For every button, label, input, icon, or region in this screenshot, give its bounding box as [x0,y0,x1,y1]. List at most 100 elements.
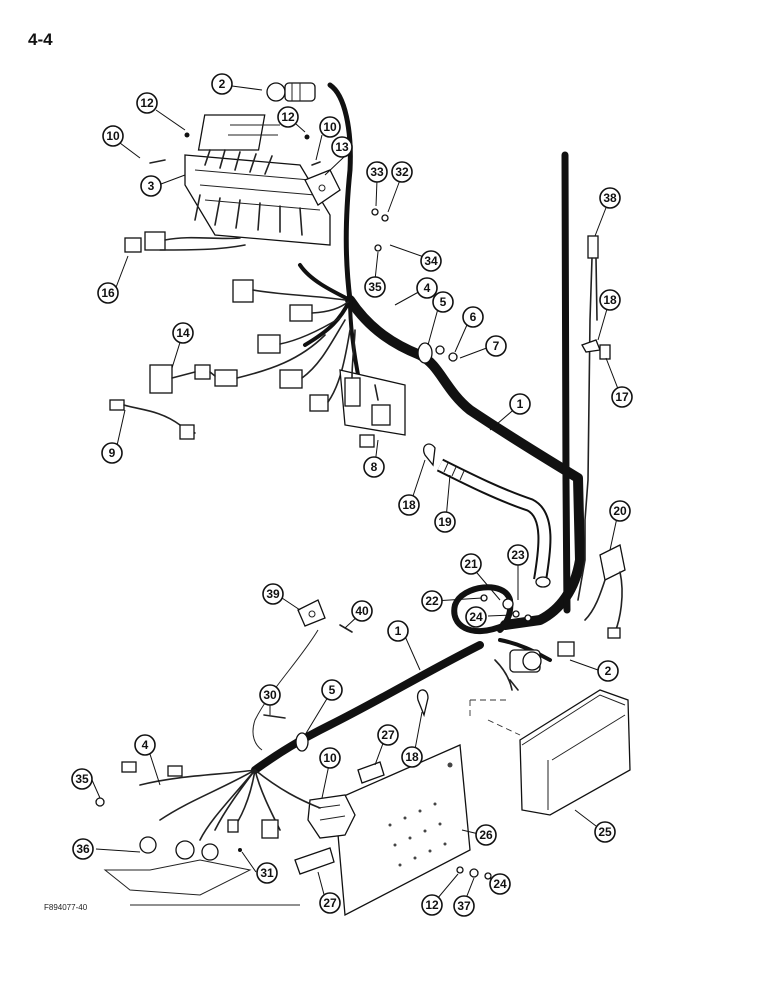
svg-text:5: 5 [329,683,336,697]
callout-3: 3 [140,175,162,197]
svg-text:12: 12 [425,898,439,912]
callout-24-a: 24 [465,606,487,628]
svg-text:10: 10 [323,120,337,134]
svg-text:18: 18 [402,498,416,512]
svg-text:31: 31 [260,866,274,880]
main-harness-upper [345,295,585,630]
callout-38: 38 [599,187,621,209]
svg-text:38: 38 [603,191,617,205]
svg-text:7: 7 [493,339,500,353]
svg-text:13: 13 [335,140,349,154]
figure-id: F894077-40 [44,903,88,912]
main-harness-lower [251,641,484,774]
svg-text:12: 12 [281,110,295,124]
callout-27-a: 27 [377,724,399,746]
svg-text:8: 8 [371,460,378,474]
svg-text:27: 27 [381,728,395,742]
callout-4-b: 4 [134,734,156,756]
screws-top [149,132,389,252]
bracket-part-27 [294,761,385,875]
module-outline-dashed [469,699,521,736]
svg-text:10: 10 [106,129,120,143]
svg-text:16: 16 [101,286,115,300]
relay-board-part-8 [339,329,406,448]
callout-24-b: 24 [489,873,511,895]
svg-text:2: 2 [605,664,612,678]
svg-text:23: 23 [511,548,525,562]
callout-30: 30 [259,684,281,706]
callout-31: 31 [256,862,278,884]
connector-part-38 [577,235,599,601]
fasteners-lower-right [238,714,492,880]
callout-36: 36 [72,838,94,860]
mounting-plate-part-26 [334,744,471,917]
svg-text:25: 25 [598,825,612,839]
relay-block-part-10 [307,794,356,839]
callout-18-b: 18 [398,494,420,516]
leader-lines [91,85,621,907]
harness-to-panel [327,82,353,303]
bracket-part-39 [252,599,353,751]
svg-text:22: 22 [425,594,439,608]
svg-text:34: 34 [424,254,438,268]
sensor-part-9 [109,399,196,440]
svg-text:33: 33 [370,165,384,179]
connector-cluster-left [149,279,351,412]
callout-5-a: 5 [432,291,454,313]
callout-7: 7 [485,335,507,357]
svg-text:4: 4 [142,738,149,752]
callout-32: 32 [391,161,413,183]
page-number: 4-4 [28,30,53,49]
clamp-part-5-lower [295,732,309,752]
callout-37: 37 [453,895,475,917]
lower-left-connectors [95,761,321,861]
svg-text:17: 17 [615,390,629,404]
base-plate-outline [103,859,252,896]
svg-text:27: 27 [323,896,337,910]
callout-5-b: 5 [321,679,343,701]
bracket-part-13 [304,169,341,206]
callout-9: 9 [101,442,123,464]
callout-27-b: 27 [319,892,341,914]
svg-text:30: 30 [263,688,277,702]
svg-text:2: 2 [219,77,226,91]
clamp-and-washers-top [417,342,458,364]
svg-text:36: 36 [76,842,90,856]
callout-2-bottom: 2 [597,660,619,682]
callout-14: 14 [172,322,194,344]
callout-20: 20 [609,500,631,522]
callout-18-c: 18 [401,746,423,768]
svg-text:19: 19 [438,515,452,529]
callout-18-a: 18 [599,289,621,311]
svg-text:12: 12 [140,96,154,110]
fuse-panel-assembly [184,114,331,246]
callout-35-b: 35 [71,768,93,790]
svg-text:1: 1 [517,397,524,411]
svg-text:35: 35 [368,280,382,294]
svg-text:32: 32 [395,165,409,179]
callout-33: 33 [366,161,388,183]
fasteners-21-24 [480,594,532,622]
main-harness-loop [451,584,514,635]
callout-10-c: 10 [319,747,341,769]
svg-text:10: 10 [323,751,337,765]
callout-4-a: 4 [416,277,438,299]
callout-10-b: 10 [319,116,341,138]
round-connector-bottom [494,641,575,691]
control-module-part-25 [519,689,631,816]
callout-39: 39 [262,583,284,605]
callout-26: 26 [475,824,497,846]
svg-text:24: 24 [469,610,483,624]
harness-to-relays [298,263,362,387]
svg-text:4: 4 [424,281,431,295]
callout-22: 22 [421,590,443,612]
callout-21: 21 [460,553,482,575]
callout-8: 8 [363,456,385,478]
clip-part-18-lower [416,689,429,718]
main-harness-vertical [561,151,571,614]
svg-text:40: 40 [355,604,369,618]
svg-text:18: 18 [603,293,617,307]
callout-6: 6 [462,306,484,328]
svg-text:9: 9 [109,446,116,460]
